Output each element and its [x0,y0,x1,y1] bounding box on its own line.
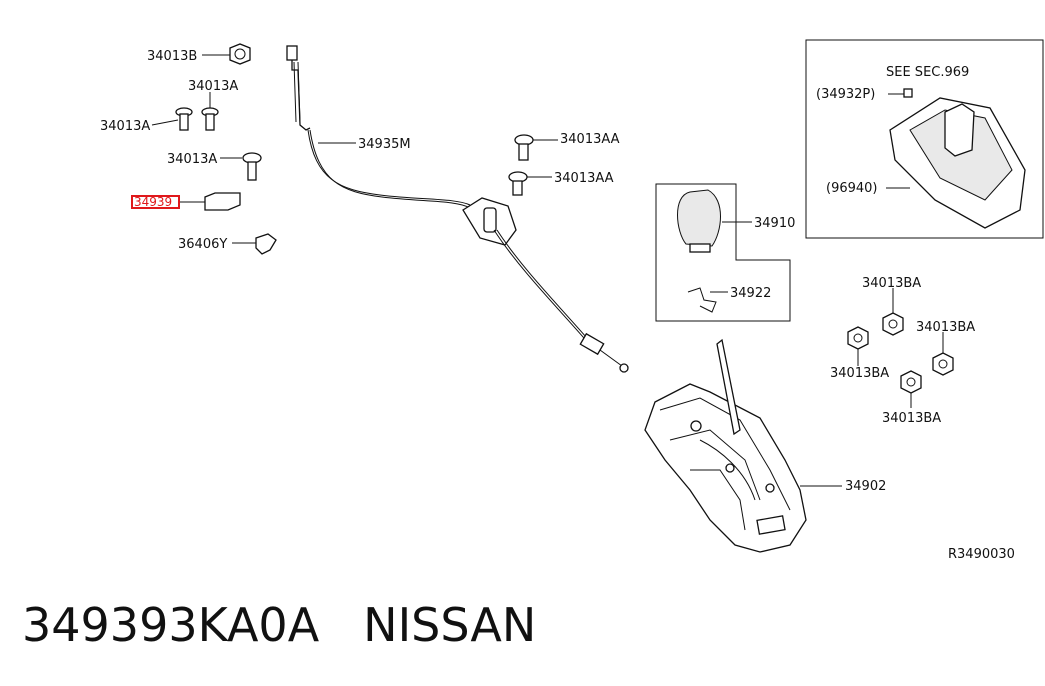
shift-knob-34910 [677,189,721,253]
callout-34013BA-4: 34013BA [882,411,941,426]
bolt-34013AA-lower [508,171,528,196]
callout-34935M: 34935M [358,137,411,152]
callout-34939: 34939 [134,195,172,209]
callout-34910: 34910 [754,216,795,231]
callout-34013A-mid: 34013A [167,152,217,167]
bolt-34013A-mid [242,152,262,181]
callout-34013A-left: 34013A [100,119,150,134]
console-finisher-96940 [889,97,1026,229]
callout-34932P: (34932P) [816,87,875,102]
callout-34013BA-2: 34013BA [916,320,975,335]
footer-caption: 349393KA0A NISSAN [22,598,580,652]
nut-34013B [229,43,251,65]
bolt-34013AA-upper [514,134,534,161]
callout-96940: (96940) [826,181,878,196]
footer-part-number: 349393KA0A [22,598,320,652]
see-section-note: SEE SEC.969 [886,65,969,80]
callout-34013B: 34013B [147,49,197,64]
clip-36406Y [255,233,277,255]
callout-34902: 34902 [845,479,886,494]
nut-34013BA-group [847,312,954,394]
clip-34922 [687,287,717,313]
diagram-ref-code: R3490030 [948,547,1015,562]
shifter-assembly-34902 [644,338,807,553]
callout-34013A-top: 34013A [188,79,238,94]
shift-cable-34935M [286,45,629,373]
callout-34013AA-lower: 34013AA [554,171,614,186]
callout-34013BA-3: 34013BA [830,366,889,381]
callout-34922: 34922 [730,286,771,301]
callout-34013AA-upper: 34013AA [560,132,620,147]
highlight-box-34939 [131,195,180,209]
callout-34013BA-1: 34013BA [862,276,921,291]
knob-group-frame [655,183,791,322]
console-inset-frame [805,39,1044,239]
clip-34939 [204,192,241,211]
bolt-34013A-pair [175,107,219,131]
footer-brand: NISSAN [363,598,537,652]
callout-36406Y: 36406Y [178,237,227,252]
